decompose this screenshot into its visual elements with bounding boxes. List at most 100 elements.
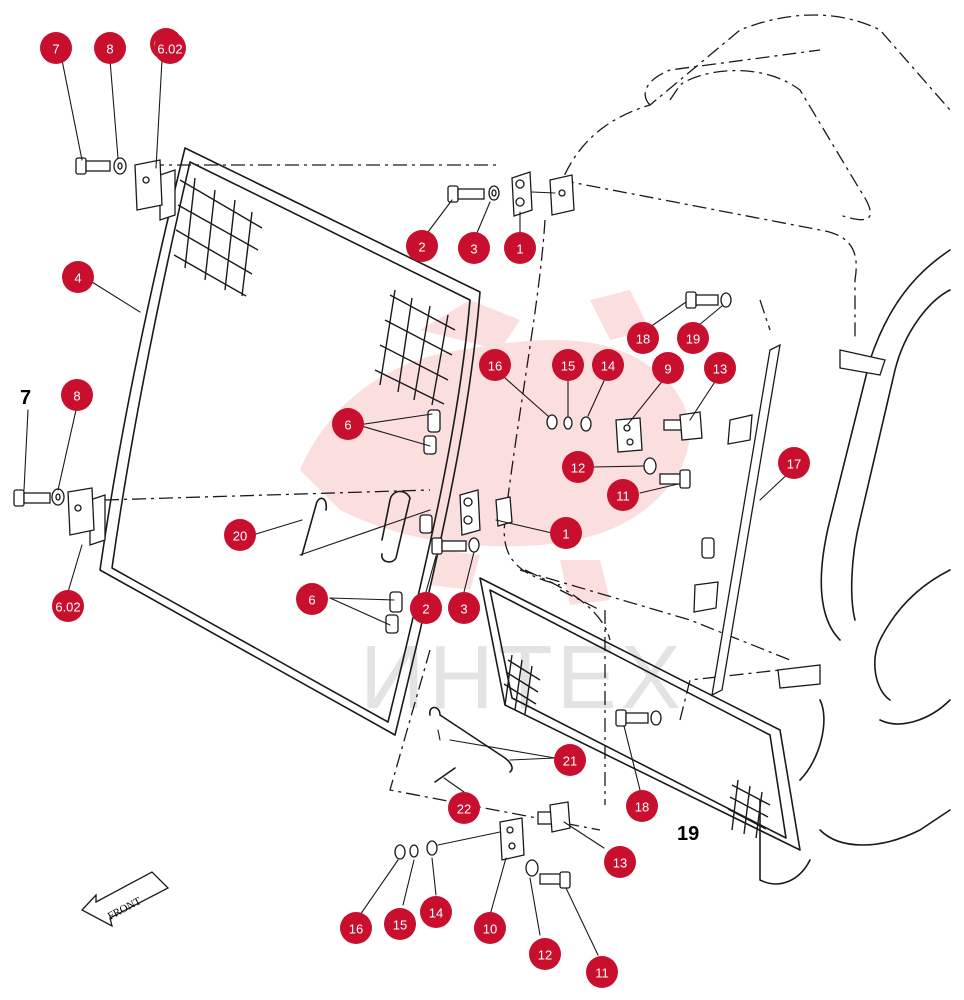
callout-15-mid: 15	[552, 349, 584, 381]
callout-number: 2	[418, 240, 425, 255]
callout-circle	[627, 322, 659, 354]
callout-circle	[332, 408, 364, 440]
hook-20	[301, 497, 328, 556]
callout-number: 3	[460, 602, 467, 617]
rod-21	[429, 706, 513, 773]
mesh-upper-left	[173, 177, 263, 297]
callout-20: 20	[224, 519, 256, 551]
callout-number: 17	[787, 457, 801, 472]
callout-circle	[40, 32, 72, 64]
callout-circle	[626, 790, 658, 822]
callout-16-mid: 16	[479, 349, 511, 381]
callout-22: 22	[448, 792, 480, 824]
callout-1-top: 1	[504, 232, 536, 264]
watermark-text: ИНТЕХ	[360, 628, 685, 728]
callout-circle	[607, 479, 639, 511]
callout-602-top-bg: 6.02	[154, 32, 186, 64]
callout-circle	[94, 32, 126, 64]
top-bolt-washer	[447, 185, 500, 203]
callout-circle	[554, 744, 586, 776]
door-handle	[381, 490, 411, 563]
callout-602-bottom: 6.02	[52, 590, 84, 622]
callout-6-upper: 6	[332, 408, 364, 440]
callout-circle	[474, 912, 506, 944]
callout-number: 16	[349, 922, 363, 937]
callout-number: 18	[635, 800, 649, 815]
callout-number: 11	[616, 489, 630, 504]
callout-circle	[704, 352, 736, 384]
top-hinge-plate	[511, 171, 575, 217]
callout-number: 18	[636, 332, 650, 347]
callout-number: 12	[538, 948, 552, 963]
callout-9: 9	[652, 352, 684, 384]
callout-number: 4	[74, 271, 81, 286]
callout-circle	[778, 447, 810, 479]
callout-number: 10	[483, 922, 497, 937]
callout-circle	[62, 261, 94, 293]
callout-11-mid: 11	[607, 479, 639, 511]
lower-panel	[479, 577, 801, 851]
cab-outline	[104, 14, 951, 831]
callout-8-left: 8	[61, 379, 93, 411]
callout-2-top: 2	[406, 230, 438, 262]
callout-number: 8	[73, 389, 80, 404]
callout-number: 1	[516, 242, 523, 257]
callout-circle	[296, 583, 328, 615]
leader-lines	[23, 59, 795, 956]
callout-number: 15	[561, 359, 575, 374]
callout-badges: 786.026.02231418191615149138612171120162…	[40, 28, 810, 988]
callout-circle	[448, 592, 480, 624]
callout-circle	[504, 232, 536, 264]
top-left-hinge	[75, 157, 163, 211]
callout-circle	[61, 379, 93, 411]
callout-circle	[604, 846, 636, 878]
callout-circle	[652, 352, 684, 384]
callout-number: 3	[470, 242, 477, 257]
callout-number: 22	[457, 802, 471, 817]
callout-8-top: 8	[94, 32, 126, 64]
callout-circle	[420, 896, 452, 928]
callout-number: 9	[664, 362, 671, 377]
cab-body	[759, 249, 951, 885]
callout-13-bottom: 13	[604, 846, 636, 878]
callout-circle	[586, 956, 618, 988]
front-arrow-icon: FRONT	[80, 871, 170, 928]
callout-14-bottom: 14	[420, 896, 452, 928]
callout-number: 13	[613, 856, 627, 871]
callout-18-top: 18	[627, 322, 659, 354]
callout-circle	[340, 912, 372, 944]
bottom-fasteners	[394, 801, 571, 889]
callout-4: 4	[62, 261, 94, 293]
callout-circle	[552, 349, 584, 381]
callout-number: 13	[713, 362, 727, 377]
callout-16-bottom: 16	[340, 912, 372, 944]
callout-number: 20	[233, 529, 247, 544]
callout-13-mid: 13	[704, 352, 736, 384]
callout-18-bottom: 18	[626, 790, 658, 822]
callout-21: 21	[554, 744, 586, 776]
callout-12-bottom: 12	[529, 938, 561, 970]
callout-15-bottom: 15	[384, 908, 416, 940]
callout-14-mid: 14	[592, 349, 624, 381]
callout-circle	[224, 519, 256, 551]
callout-1-mid: 1	[550, 517, 582, 549]
callout-circle	[562, 451, 594, 483]
label-seven-left: 7	[20, 387, 31, 409]
callout-number: 6.02	[157, 42, 182, 57]
callout-number: 15	[393, 918, 407, 933]
callout-circle	[529, 938, 561, 970]
callout-12-mid: 12	[562, 451, 594, 483]
callout-circle	[52, 590, 84, 622]
callout-number: 16	[488, 359, 502, 374]
callout-number: 7	[52, 42, 59, 57]
callout-3-top: 3	[458, 232, 490, 264]
left-hinge	[13, 487, 95, 536]
callout-number: 11	[595, 966, 609, 981]
upper-latch-parts	[385, 409, 441, 634]
callout-10: 10	[474, 912, 506, 944]
callout-19-top: 19	[677, 322, 709, 354]
callout-11-bottom: 11	[586, 956, 618, 988]
callout-circle	[406, 230, 438, 262]
label-nineteen-bottom: 19	[677, 823, 699, 845]
